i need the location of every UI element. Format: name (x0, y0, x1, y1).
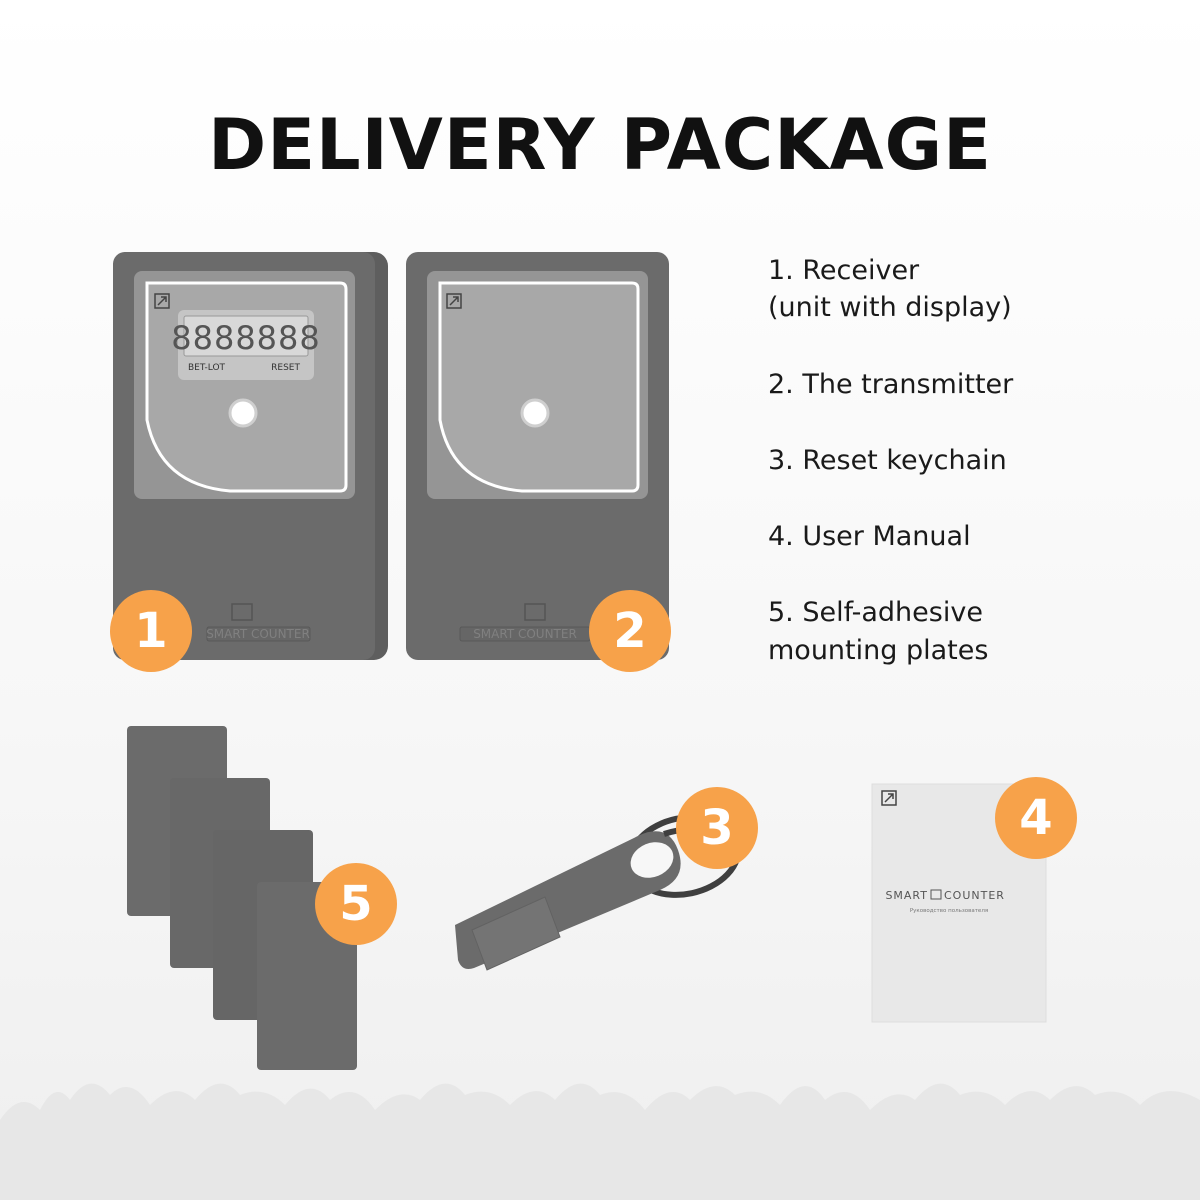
legend-item-4: 4. User Manual (768, 521, 971, 552)
arrow-box-icon (446, 293, 462, 309)
badge-2: 2 (589, 590, 671, 672)
led-icon (520, 398, 550, 428)
led-icon (228, 398, 258, 428)
page-title: DELIVERY PACKAGE (208, 104, 992, 186)
transmitter-device: SMART COUNTER (406, 252, 669, 660)
svg-text:SMART COUNTER: SMART COUNTER (206, 627, 310, 641)
legend-item-5-line1: 5. Self-adhesive (768, 597, 983, 628)
receiver-device: 8888888 BET-LOT RESET SMART COUNTER (113, 252, 388, 660)
badge-5: 5 (315, 863, 397, 945)
reset-label: RESET (271, 363, 300, 373)
legend-item-1-line1: 1. Receiver (768, 255, 920, 286)
manual-brand-right: COUNTER (944, 889, 1005, 902)
manual-subtitle: Руководство пользователя (910, 908, 988, 914)
reset-keychain (455, 814, 742, 971)
legend-item-3: 3. Reset keychain (768, 445, 1007, 476)
svg-text:SMART COUNTER: SMART COUNTER (473, 627, 577, 641)
arrow-box-icon (881, 790, 897, 806)
legend-item-2: 2. The transmitter (768, 369, 1014, 400)
legend-item-1-line2: (unit with display) (768, 292, 1012, 323)
arrow-box-icon (154, 293, 170, 309)
manual-brand-left: SMART (885, 889, 928, 902)
legend-item-5-line2: mounting plates (768, 635, 989, 666)
badge-3: 3 (676, 787, 758, 869)
crowd-silhouette (0, 1083, 1200, 1200)
bet-lot-label: BET-LOT (188, 363, 226, 373)
badge-1: 1 (110, 590, 192, 672)
badge-4: 4 (995, 777, 1077, 859)
display-digits: 8888888 (171, 319, 321, 357)
